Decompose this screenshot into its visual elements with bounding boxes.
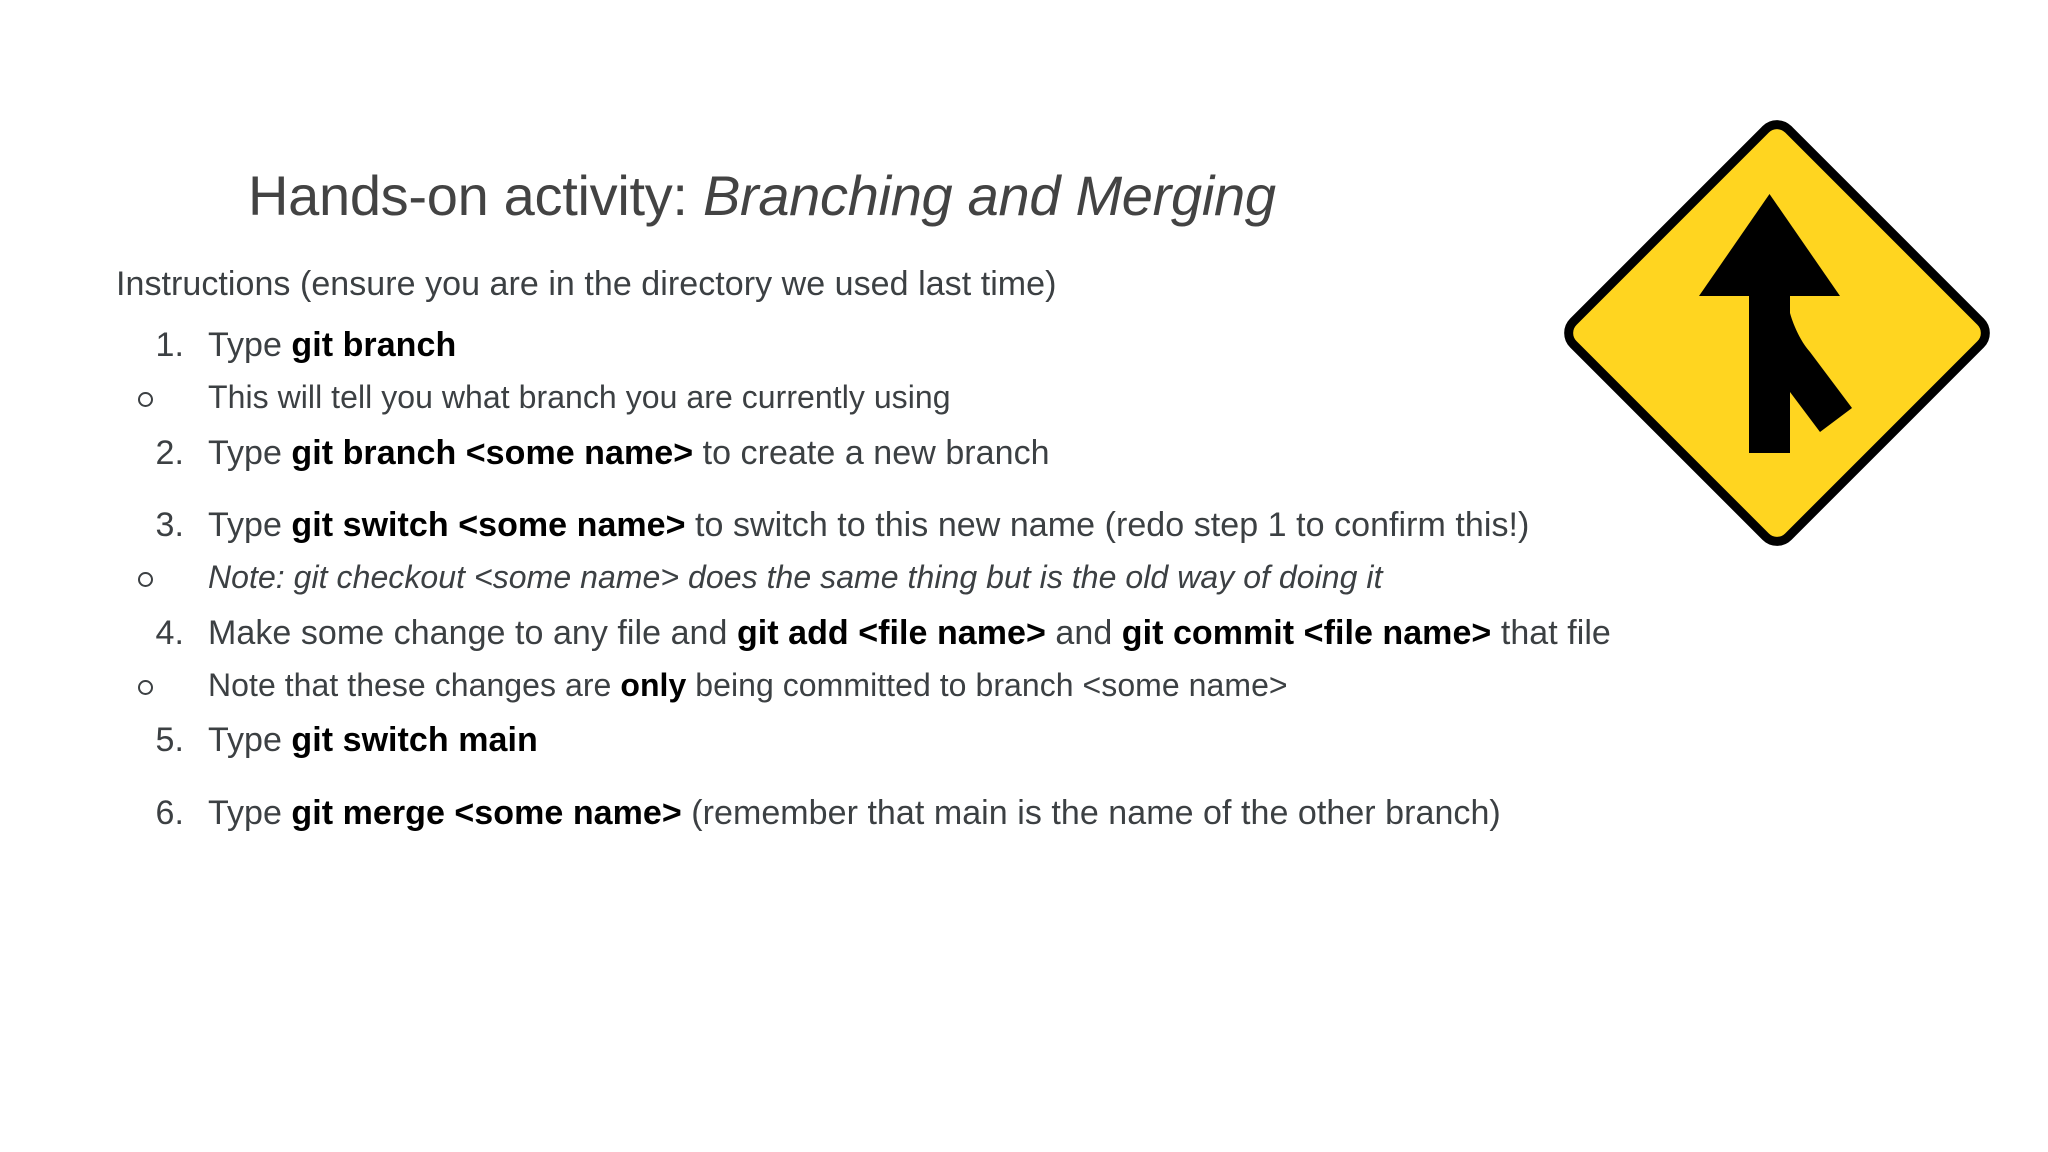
step-3-part-3: git commit <file name> (1121, 613, 1492, 652)
step-item: 4. Make some change to any file and git a… (116, 611, 2016, 655)
step-3-part-2: and (1045, 613, 1122, 652)
step-3-part-4: that file (1491, 613, 1611, 652)
step-3-sub-0-part-2: being committed to branch <some name> (686, 666, 1288, 703)
instructions-body: Instructions (ensure you are in the dire… (116, 262, 2016, 863)
step-1-part-2: to create a new branch (693, 433, 1050, 472)
step-number: 5. (155, 721, 184, 760)
substep-text: Note that these changes are only being c… (208, 667, 1288, 703)
page-title-emphasis: Branching and Merging (702, 163, 1276, 227)
step-item: 6. Type git merge <some name> (remember t… (116, 791, 2016, 835)
step-3-part-0: Make some change to any file and (208, 613, 737, 652)
step-text: Type git switch main (208, 721, 538, 759)
step-text: Type git branch <some name> to create a … (208, 434, 1050, 472)
step-0-sub-0-part-0: This will tell you what branch you are c… (208, 379, 951, 416)
step-item: 1. Type git branch (116, 323, 2016, 367)
step-text: Type git branch (208, 326, 456, 364)
step-4-part-0: Type (208, 721, 292, 760)
merge-road-sign (1552, 108, 2002, 558)
page-title-prefix: Hands-on activity: (248, 163, 703, 227)
step-3-sub-0-part-1: only (620, 666, 687, 703)
substep-item: This will tell you what branch you are c… (116, 377, 2016, 419)
step-2-sub-0-part-0: Note: git checkout <some name> does the … (208, 559, 1383, 596)
page-title: Hands-on activity: Branching and Merging (248, 164, 1276, 228)
step-2-part-1: git switch <some name> (291, 505, 686, 544)
step-number: 2. (155, 433, 184, 472)
substep-item: Note that these changes are only being c… (116, 665, 2016, 707)
step-spacer (116, 769, 2016, 791)
step-text: Type git merge <some name> (remember tha… (208, 794, 1501, 832)
step-4-part-1: git switch main (291, 721, 538, 760)
step-1-part-1: git branch <some name> (291, 433, 694, 472)
step-3-sub-0-part-0: Note that these changes are (208, 666, 621, 703)
step-5-part-2: (remember that main is the name of the o… (681, 793, 1501, 832)
step-2-part-2: to switch to this new name (redo step 1 … (685, 505, 1530, 544)
step-0-part-1: git branch (291, 325, 457, 364)
step-2-part-0: Type (208, 505, 292, 544)
bullet-circle-icon (138, 392, 153, 408)
step-number: 3. (155, 505, 184, 544)
step-text: Make some change to any file and git add… (208, 614, 1611, 652)
step-0-part-0: Type (208, 325, 292, 364)
step-1-part-0: Type (208, 433, 292, 472)
substep-text: Note: git checkout <some name> does the … (208, 559, 1383, 595)
step-3-part-1: git add <file name> (736, 613, 1046, 652)
substep-item: Note: git checkout <some name> does the … (116, 557, 2016, 599)
step-5-part-0: Type (208, 793, 292, 832)
substep-list: This will tell you what branch you are c… (116, 377, 2016, 419)
step-5-part-1: git merge <some name> (291, 793, 682, 832)
step-item: 3. Type git switch <some name> to switch … (116, 503, 2016, 547)
step-number: 6. (155, 793, 184, 832)
bullet-circle-icon (138, 572, 153, 588)
step-text: Type git switch <some name> to switch to… (208, 506, 1529, 544)
step-item: 5. Type git switch main (116, 718, 2016, 762)
substep-text: This will tell you what branch you are c… (208, 379, 951, 415)
step-number: 1. (155, 325, 184, 364)
step-item: 2. Type git branch <some name> to create … (116, 431, 2016, 475)
bullet-circle-icon (138, 679, 153, 695)
instructions-intro: Instructions (ensure you are in the dire… (116, 265, 1057, 303)
step-spacer (116, 841, 2016, 863)
substep-list: Note: git checkout <some name> does the … (116, 557, 2016, 599)
substep-list: Note that these changes are only being c… (116, 665, 2016, 707)
step-number: 4. (155, 613, 184, 652)
